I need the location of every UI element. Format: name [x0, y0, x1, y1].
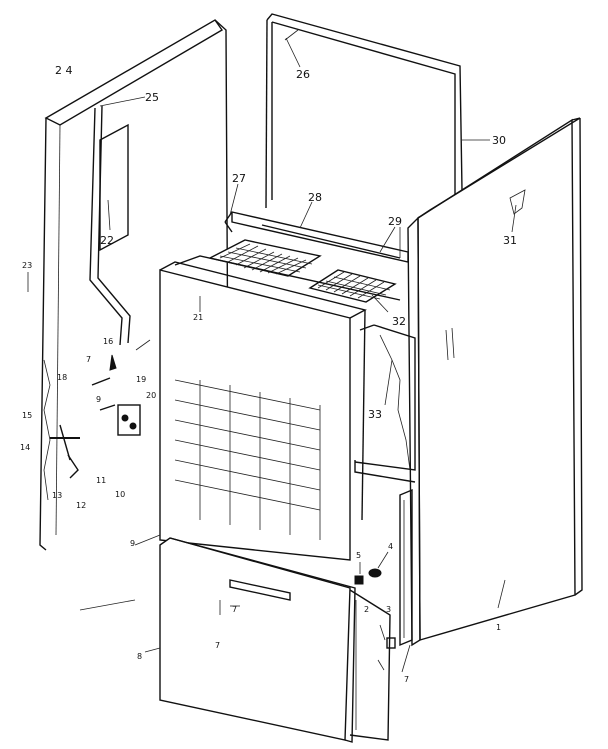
callout-labels: 2 4 25 26 30 27 28 29 31 22 23 21 32 33 … — [20, 64, 517, 684]
callout-31: 31 — [503, 234, 517, 247]
callout-2: 2 — [364, 605, 369, 614]
callout-23: 23 — [22, 261, 32, 270]
callout-24: 2 4 — [55, 64, 73, 77]
small-parts — [354, 551, 396, 649]
callout-13: 13 — [52, 491, 62, 500]
lower-strip — [399, 488, 413, 647]
callout-4: 4 — [388, 542, 393, 551]
leader-lines — [27, 37, 517, 673]
callout-33: 33 — [368, 408, 382, 421]
callout-19: 19 — [136, 375, 146, 384]
callout-32: 32 — [392, 315, 406, 328]
callout-3: 3 — [386, 605, 391, 614]
callout-18: 18 — [57, 373, 67, 382]
callout-12: 12 — [76, 501, 86, 510]
cabinet-body — [159, 261, 367, 561]
callout-7d: 7 — [404, 675, 409, 684]
callout-16: 16 — [103, 337, 113, 346]
partition — [354, 324, 416, 483]
callout-5: 5 — [356, 551, 361, 560]
callout-29: 29 — [388, 215, 402, 228]
door-trim — [349, 589, 391, 741]
callout-7c: 7 — [215, 641, 220, 650]
callout-22: 22 — [100, 234, 114, 247]
callout-9b: 9 — [130, 539, 135, 548]
callout-15: 15 — [22, 411, 32, 420]
callout-30: 30 — [492, 134, 506, 147]
callout-26: 26 — [296, 68, 310, 81]
callout-10: 10 — [115, 490, 125, 499]
callout-28: 28 — [308, 191, 322, 204]
callout-27: 27 — [232, 172, 246, 185]
callout-7a: 7 — [86, 355, 91, 364]
callout-9a: 9 — [96, 395, 101, 404]
callout-8: 8 — [137, 652, 142, 661]
callout-1: 1 — [496, 623, 501, 632]
callout-20: 20 — [146, 391, 156, 400]
control-cluster — [50, 339, 151, 479]
callout-7b: 7 — [232, 605, 237, 614]
callout-21: 21 — [193, 313, 203, 322]
left-side-panel — [39, 19, 229, 551]
lower-door — [159, 537, 356, 743]
callout-11: 11 — [96, 476, 106, 485]
right-side-panel — [407, 117, 583, 647]
back-panel — [265, 13, 463, 209]
filter-right — [308, 269, 397, 303]
callout-25: 25 — [145, 91, 159, 104]
inner-strap — [89, 105, 131, 346]
callout-14: 14 — [20, 443, 30, 452]
